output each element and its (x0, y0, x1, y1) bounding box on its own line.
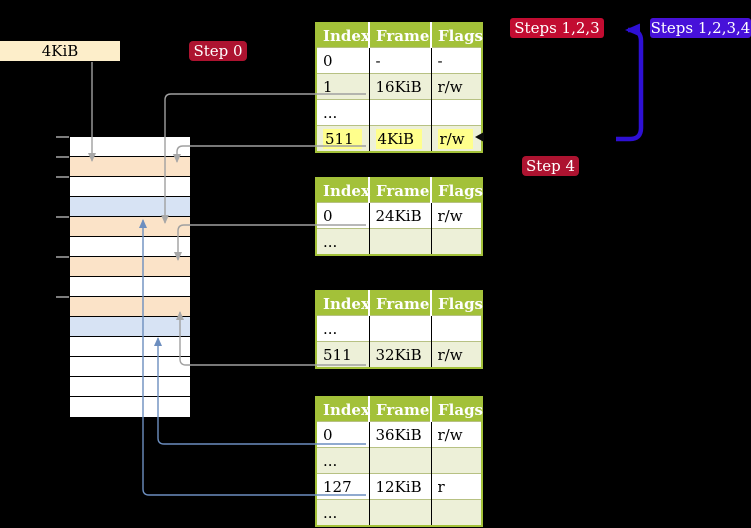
memory-row-peach (70, 157, 190, 177)
header-frame: Frame (369, 397, 432, 422)
badge-step-4: Step 4 (522, 156, 579, 176)
header-frame: Frame (369, 291, 432, 316)
cell-frame (369, 228, 432, 255)
memory-row-white (70, 357, 190, 377)
cell-index: ... (316, 99, 370, 126)
cell-index: 127 (316, 473, 370, 500)
cell-frame: 24KiB (369, 202, 432, 229)
memory-row-peach (70, 217, 190, 237)
cell-index: ... (316, 315, 370, 342)
memory-row-white (70, 177, 190, 197)
header-flags: Flags (431, 178, 483, 203)
table-header-row: Index Frame Flags (316, 178, 483, 203)
cell-frame: 12KiB (369, 473, 432, 500)
header-flags: Flags (431, 291, 483, 316)
page-table-4: Index Frame Flags 0 36KiB r/w ... 127 12… (315, 396, 483, 527)
memory-row-blue (70, 197, 190, 217)
header-flags: Flags (431, 23, 483, 48)
table-header-row: Index Frame Flags (316, 23, 483, 48)
table-row: 511 32KiB r/w (316, 341, 482, 368)
table-row: 0 - - (316, 47, 482, 74)
header-frame: Frame (369, 23, 432, 48)
cell-frame: 36KiB (369, 421, 432, 448)
memory-row-blue (70, 317, 190, 337)
memory-row-peach (70, 297, 190, 317)
cell-frame: - (369, 47, 432, 74)
tick-mark (56, 176, 69, 178)
highlight: 511 (323, 128, 362, 149)
memory-row-white (70, 397, 190, 417)
table-row: 1 16KiB r/w (316, 73, 482, 100)
memory-row-peach (70, 257, 190, 277)
table-row: ... (316, 99, 482, 126)
cell-flags: r/w (431, 73, 482, 100)
cell-frame (369, 99, 432, 126)
cell-flags (431, 99, 482, 126)
highlight: r/w (437, 128, 473, 149)
header-index: Index (316, 397, 370, 422)
cell-index: 0 (316, 47, 370, 74)
cell-flags (431, 499, 482, 526)
table-header-row: Index Frame Flags (316, 397, 483, 422)
cell-index: ... (316, 499, 370, 526)
memory-column (69, 136, 191, 418)
arrow-steps-loop (616, 23, 644, 142)
cell-flags (431, 315, 482, 342)
highlight: 4KiB (375, 128, 423, 149)
cell-flags: r/w (431, 125, 482, 152)
cell-flags: r/w (431, 341, 482, 368)
cell-frame (369, 447, 432, 474)
memory-row-white (70, 337, 190, 357)
table-row: ... (316, 228, 482, 255)
memory-row-white (70, 137, 190, 157)
page-table-2: Index Frame Flags 0 24KiB r/w ... (315, 177, 483, 256)
tick-mark (56, 156, 69, 158)
cell-index: 511 (316, 125, 370, 152)
badge-steps-1234: Steps 1,2,3,4 (650, 18, 751, 38)
table-row: ... (316, 499, 482, 526)
cell-index: 0 (316, 421, 370, 448)
table-row: ... (316, 447, 482, 474)
cell-index: ... (316, 447, 370, 474)
cell-flags: r (431, 473, 482, 500)
cell-flags (431, 447, 482, 474)
cell-frame (369, 499, 432, 526)
table-row: 0 24KiB r/w (316, 202, 482, 229)
cell-frame: 4KiB (369, 125, 432, 152)
header-flags: Flags (431, 397, 483, 422)
table-header-row: Index Frame Flags (316, 291, 483, 316)
cell-frame: 32KiB (369, 341, 432, 368)
table-row: 127 12KiB r (316, 473, 482, 500)
tick-mark (56, 256, 69, 258)
table-row: ... (316, 315, 482, 342)
header-index: Index (316, 178, 370, 203)
cell-flags: - (431, 47, 482, 74)
cell-frame: 16KiB (369, 73, 432, 100)
cell-index: 1 (316, 73, 370, 100)
cell-index: 511 (316, 341, 370, 368)
cell-flags: r/w (431, 421, 482, 448)
memory-row-white (70, 237, 190, 257)
cell-index: ... (316, 228, 370, 255)
page-table-3: Index Frame Flags ... 511 32KiB r/w (315, 290, 483, 369)
header-index: Index (316, 23, 370, 48)
badge-step-0: Step 0 (189, 41, 247, 61)
badge-steps-123: Steps 1,2,3 (510, 18, 604, 38)
table-row: 0 36KiB r/w (316, 421, 482, 448)
tick-mark (56, 216, 69, 218)
page-size-label: 4KiB (0, 41, 120, 61)
header-frame: Frame (369, 178, 432, 203)
memory-row-white (70, 377, 190, 397)
cell-flags: r/w (431, 202, 482, 229)
table-row-highlighted: 511 4KiB r/w (316, 125, 482, 152)
memory-row-white (70, 277, 190, 297)
cell-index: 0 (316, 202, 370, 229)
cell-frame (369, 315, 432, 342)
cell-flags (431, 228, 482, 255)
page-table-1: Index Frame Flags 0 - - 1 16KiB r/w ... … (315, 22, 483, 153)
tick-mark (56, 296, 69, 298)
header-index: Index (316, 291, 370, 316)
tick-mark (56, 136, 69, 138)
